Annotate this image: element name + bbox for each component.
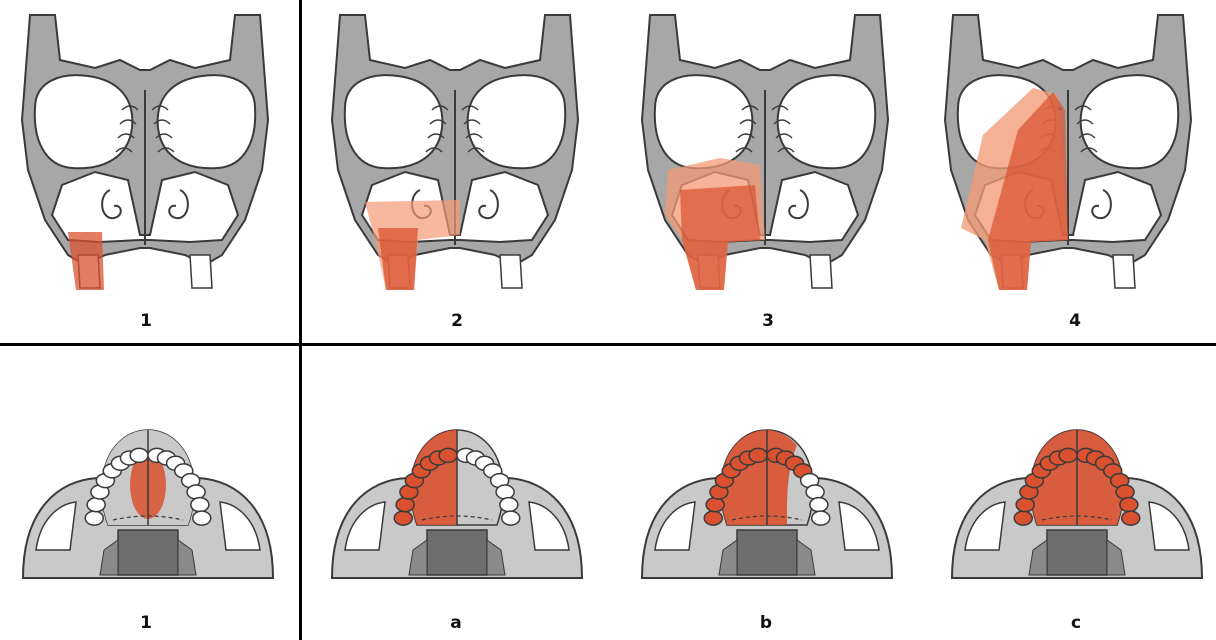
- tooth: [1116, 485, 1134, 499]
- tooth: [87, 498, 105, 512]
- horizontal-divider: [0, 343, 1216, 346]
- vertical-divider: [299, 0, 302, 640]
- palate-label-1: 1: [116, 613, 176, 633]
- coronal-panel-1: [0, 0, 290, 305]
- coronal-panel-3: [615, 0, 915, 305]
- left-orbit: [655, 75, 753, 168]
- coronal-panel-4: [920, 0, 1216, 305]
- right-tooth: [810, 255, 832, 288]
- right-tooth: [500, 255, 522, 288]
- palate-panel-1: [18, 400, 278, 590]
- coronal-label-1: 1: [116, 311, 176, 331]
- tooth: [1059, 448, 1077, 462]
- tooth: [749, 448, 767, 462]
- palate-label-c: c: [1046, 613, 1106, 633]
- tooth: [193, 511, 211, 525]
- tooth: [396, 498, 414, 512]
- tumor-extent: [68, 232, 104, 290]
- tooth: [500, 498, 518, 512]
- tooth: [1120, 498, 1138, 512]
- tooth: [1122, 511, 1140, 525]
- tooth: [1014, 511, 1032, 525]
- coronal-label-2: 2: [427, 311, 487, 331]
- tooth: [806, 485, 824, 499]
- tooth: [85, 511, 103, 525]
- palate-label-b: b: [736, 613, 796, 633]
- tooth: [439, 448, 457, 462]
- palate-label-a: a: [426, 613, 486, 633]
- pterygoid-block: [737, 530, 797, 575]
- tooth: [502, 511, 520, 525]
- right-orbit: [778, 75, 876, 168]
- left-orbit: [345, 75, 443, 168]
- tooth: [704, 511, 722, 525]
- tooth: [394, 511, 412, 525]
- right-tooth: [1113, 255, 1135, 288]
- right-orbit: [158, 75, 256, 168]
- tooth: [810, 498, 828, 512]
- pterygoid-block: [427, 530, 487, 575]
- tooth: [187, 485, 205, 499]
- tumor-extent-core: [680, 185, 760, 290]
- tooth: [191, 498, 209, 512]
- coronal-panel-2: [305, 0, 605, 305]
- tooth: [496, 485, 514, 499]
- left-orbit: [35, 75, 133, 168]
- palate-panel-c: [947, 400, 1207, 590]
- pterygoid-block: [118, 530, 178, 575]
- tooth: [812, 511, 830, 525]
- palate-panel-b: [637, 400, 897, 590]
- coronal-label-3: 3: [738, 311, 798, 331]
- tooth: [1016, 498, 1034, 512]
- pterygoid-block: [1047, 530, 1107, 575]
- palate-panel-a: [327, 400, 587, 590]
- tooth: [706, 498, 724, 512]
- right-orbit: [1081, 75, 1179, 168]
- right-tooth: [190, 255, 212, 288]
- right-orbit: [468, 75, 566, 168]
- tooth: [130, 448, 148, 462]
- coronal-label-4: 4: [1045, 311, 1105, 331]
